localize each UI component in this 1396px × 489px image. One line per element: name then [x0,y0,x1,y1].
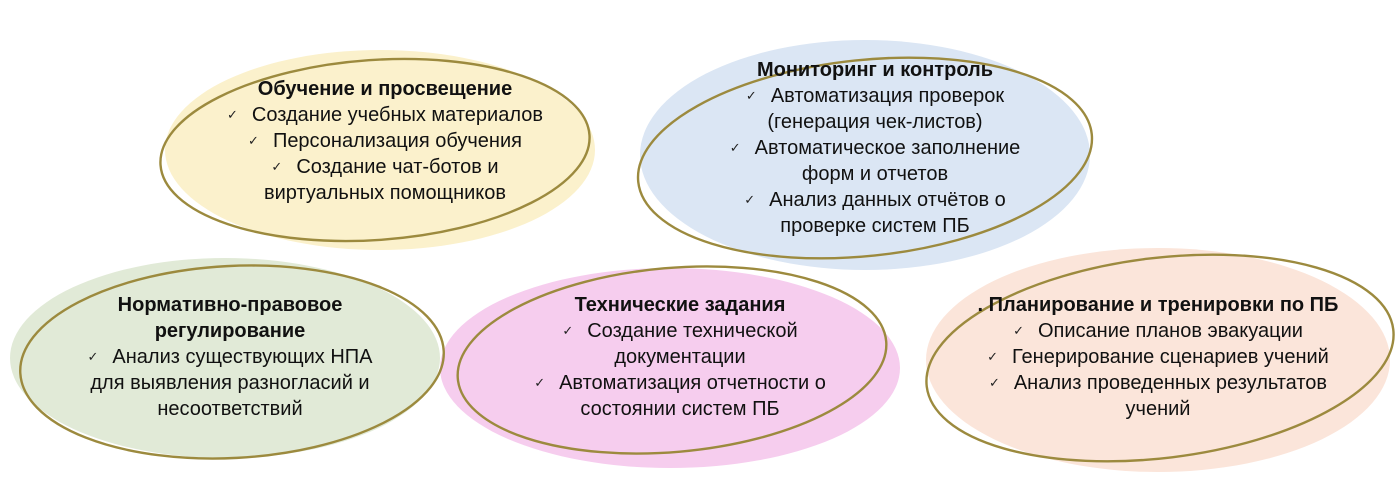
list-item: ✓Автоматизация проверок [745,85,1005,107]
list-item: ✓Создание чат-ботов и [271,156,499,178]
list-item: документации [614,346,746,368]
outline-monitoring [636,56,1094,260]
list-item: ✓Автоматизация отчетности о [534,372,826,394]
blob-planning [926,248,1390,472]
list-item: учений [1125,398,1191,420]
list-item: состоянии систем ПБ [580,398,780,420]
list-item: для выявления разногласий и [90,372,370,394]
list-item: ✓Персонализация обучения [248,130,522,152]
outline-specs [456,265,888,455]
block-planning: . Планирование и тренировки по ПБ ✓Описа… [948,292,1368,422]
block-training: Обучение и просвещение ✓Создание учебных… [200,76,570,206]
blob-regulation [10,258,440,458]
list-item: ✓Автоматическое заполнение [729,137,1021,159]
title-regulation: Нормативно-правовое регулирование [117,294,343,342]
check-icon: ✓ [248,133,259,148]
list-item: ✓Анализ данных отчётов о [744,189,1006,211]
block-monitoring: Мониторинг и контроль ✓Автоматизация про… [690,57,1060,239]
list-item: ✓Создание учебных материалов [227,104,543,126]
block-specs: Технические задания ✓Создание техническо… [495,292,865,422]
list-monitoring: ✓Автоматизация проверок (генерация чек-л… [690,83,1060,239]
check-icon: ✓ [271,159,283,174]
title-planning: . Планирование и тренировки по ПБ [977,294,1339,316]
title-monitoring: Мониторинг и контроль [756,59,994,81]
check-icon: ✓ [988,375,1000,390]
list-regulation: ✓Анализ существующих НПА для выявления р… [45,344,415,422]
list-planning: ✓Описание планов эвакуации ✓Генерировани… [948,318,1368,422]
outline-regulation [19,264,445,460]
check-icon: ✓ [227,107,238,122]
list-item: ✓Генерирование сценариев учений [987,346,1329,368]
list-item: (генерация чек-листов) [767,111,983,133]
list-item: ✓Описание планов эвакуации [1013,320,1303,342]
check-icon: ✓ [987,349,999,364]
list-item: форм и отчетов [801,163,949,185]
check-icon: ✓ [729,140,741,155]
check-icon: ✓ [1013,323,1024,338]
list-item: проверке систем ПБ [780,215,970,237]
blob-training [165,50,595,250]
check-icon: ✓ [534,375,546,390]
blob-specs [440,268,900,468]
check-icon: ✓ [562,323,574,338]
blob-monitoring [640,40,1090,270]
title-specs: Технические задания [574,294,786,316]
check-icon: ✓ [744,192,756,207]
check-icon: ✓ [87,349,99,364]
block-regulation: Нормативно-правовое регулирование ✓Анали… [45,292,415,422]
list-item: ✓Создание технической [562,320,798,342]
outline-planning [925,253,1395,463]
list-item: ✓Анализ проведенных результатов [988,372,1328,394]
title-training: Обучение и просвещение [257,78,513,100]
list-item: несоответствий [157,398,303,420]
list-training: ✓Создание учебных материалов ✓Персонализ… [200,102,570,206]
list-item: виртуальных помощников [263,182,507,204]
check-icon: ✓ [745,88,757,103]
list-item: ✓Анализ существующих НПА [87,346,373,368]
outline-training [159,57,591,243]
list-specs: ✓Создание технической документации ✓Авто… [495,318,865,422]
